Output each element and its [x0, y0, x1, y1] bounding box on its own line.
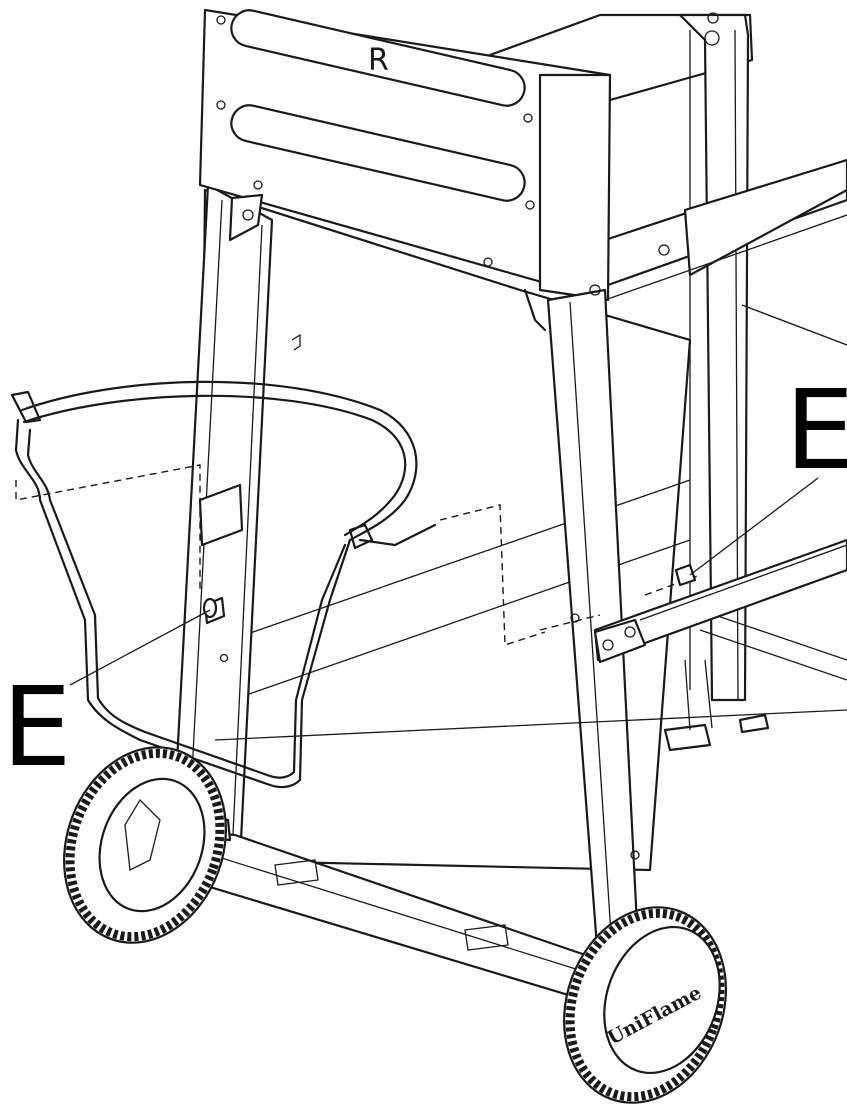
hardware-e-left	[69, 597, 218, 686]
rear-feet	[663, 659, 770, 752]
callout-e-right: E	[785, 366, 847, 494]
support-rod	[214, 709, 847, 741]
left-wheel	[63, 746, 227, 944]
hardware-e-right	[674, 477, 819, 587]
callout-e-left: E	[2, 663, 72, 791]
right-wheel: UniFlame	[563, 906, 727, 1104]
side-bar	[593, 538, 847, 664]
top-panel: R	[198, 8, 612, 332]
panel-label-r: R	[368, 43, 389, 78]
wire-basket	[10, 380, 437, 789]
